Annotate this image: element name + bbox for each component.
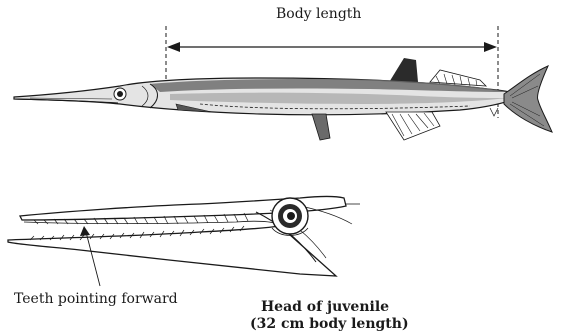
pelvic-fin <box>312 114 330 140</box>
caudal-fin <box>504 66 552 132</box>
anal-fin <box>386 112 440 140</box>
juvenile-head-illustration <box>8 197 360 287</box>
head-caption-line-2: (32 cm body length) <box>250 316 400 333</box>
body-length-right-arrowhead <box>484 42 497 52</box>
body-length-left-arrowhead <box>167 42 180 52</box>
head-caption-line-1: Head of juvenile <box>250 299 400 316</box>
teeth-label: Teeth pointing forward <box>14 291 178 307</box>
fish-illustration <box>14 58 552 140</box>
teeth-pointer-arrowhead <box>80 226 90 236</box>
body-length-label: Body length <box>276 6 361 22</box>
head-caption: Head of juvenile (32 cm body length) <box>250 299 400 333</box>
first-dorsal-fin <box>388 58 418 84</box>
